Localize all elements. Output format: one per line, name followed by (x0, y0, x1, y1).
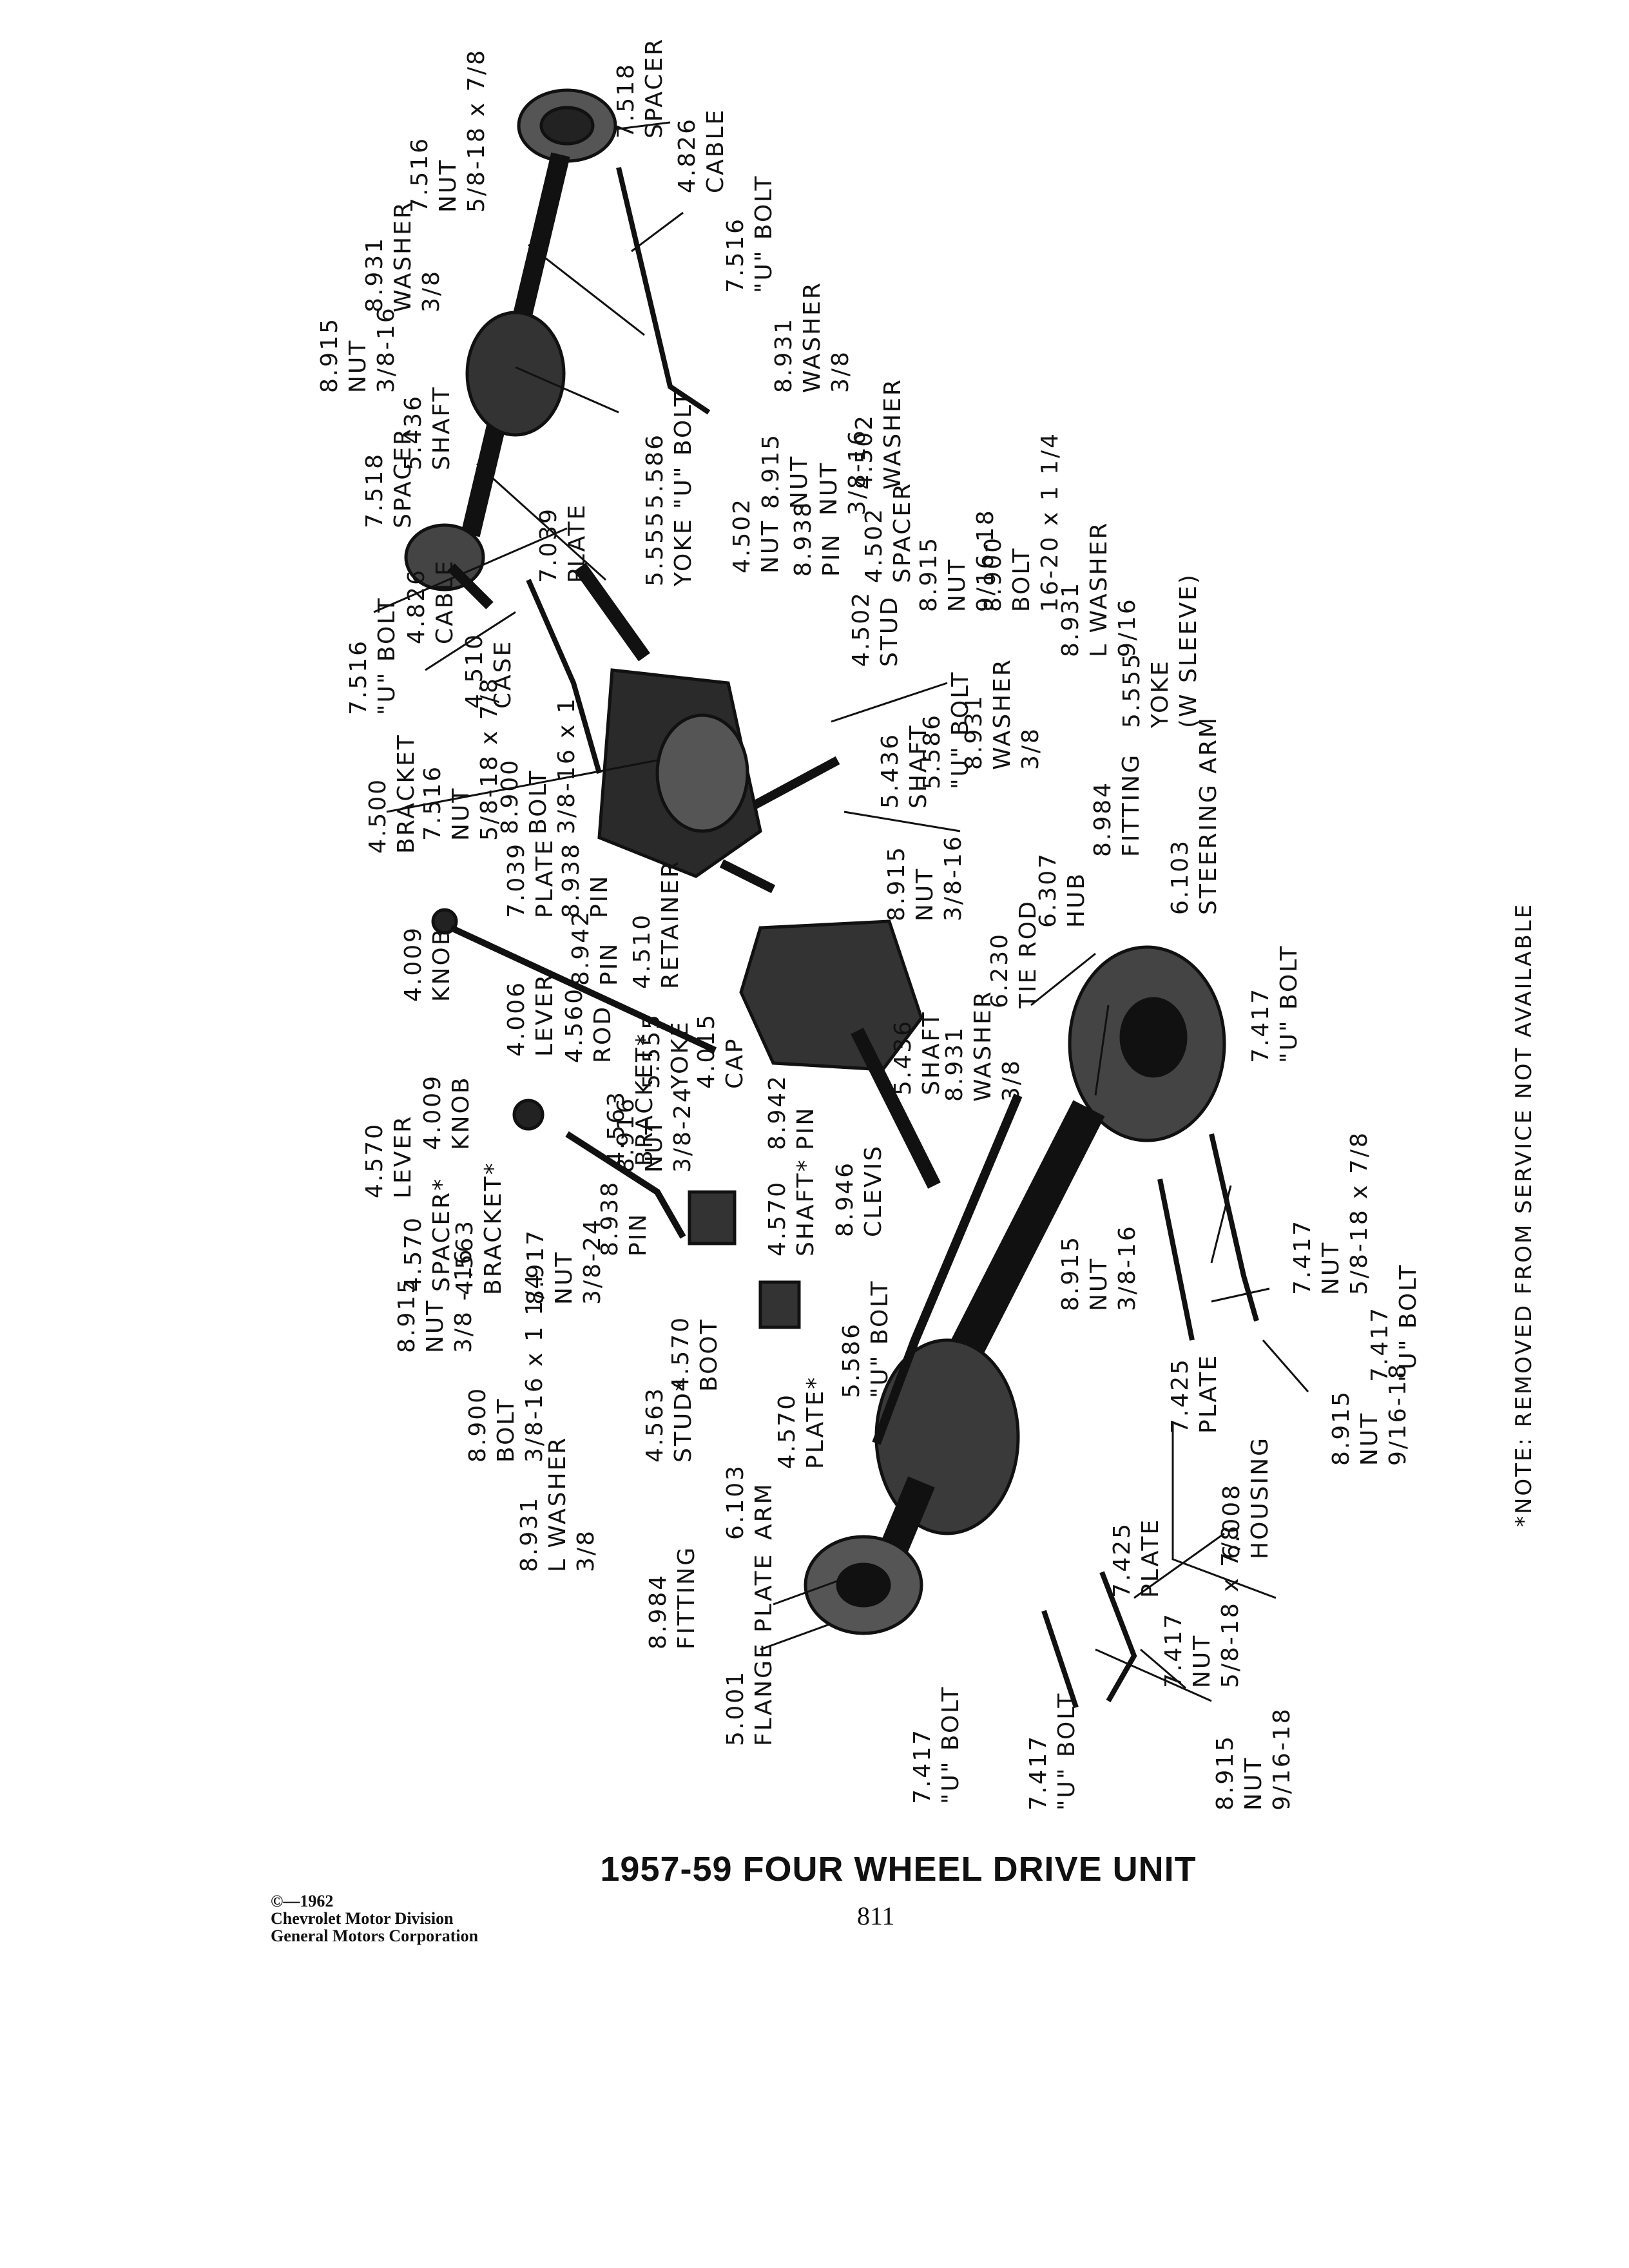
spring-u-bolts (526, 167, 1259, 1709)
callout-label: 7.417"U" BOLT (1025, 1691, 1080, 1811)
rear-axle-assembly (404, 88, 617, 610)
callout-label: 7.516"U" BOLT (722, 174, 777, 293)
copyright-notice: ©—1962 Chevrolet Motor Division General … (271, 1892, 479, 1945)
page-number: 811 (857, 1901, 895, 1930)
callout-label: 7.417"U" BOLT (1248, 944, 1302, 1063)
callout-label: 5.586"U" BOLT (919, 670, 974, 789)
availability-note: *NOTE: REMOVED FROM SERVICE NOT AVAILABL… (1511, 902, 1537, 1527)
callout-leaders (373, 121, 1309, 1702)
callout-label: 7.417"U" BOLT (909, 1685, 964, 1804)
page-title: 1957-59 FOUR WHEEL DRIVE UNIT (600, 1850, 1197, 1888)
transfer-case (574, 562, 840, 878)
callout-label: 5.586"U" BOLT (838, 1279, 893, 1398)
callout-label: 7.516"U" BOLT (345, 596, 400, 715)
front-differential (719, 859, 941, 1189)
front-axle-assembly (804, 945, 1226, 1635)
callout-label: 5.586"U" BOLT (642, 390, 697, 509)
shift-levers (431, 908, 801, 1329)
